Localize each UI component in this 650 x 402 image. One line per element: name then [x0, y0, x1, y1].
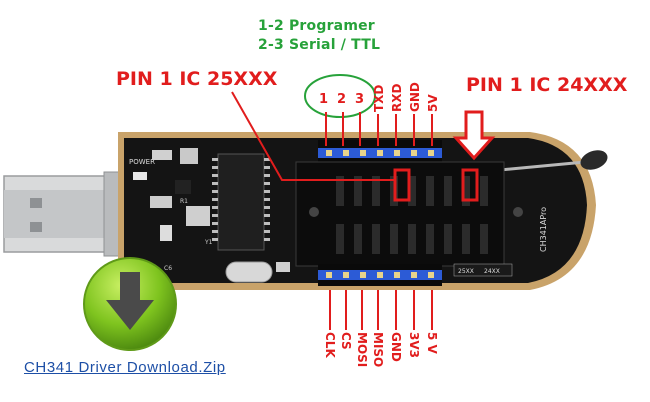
socket-silk-25xx: 25XX	[458, 268, 474, 275]
pin-label-txd: TXD	[372, 84, 386, 112]
pin-label-miso: MISO	[371, 332, 385, 368]
y1-silk-text: Y1	[204, 239, 213, 246]
socket-silk-24xx: 24XX	[484, 268, 500, 275]
mode-note-serial: 2-3 Serial / TTL	[258, 37, 381, 53]
pin-label-rxd: RXD	[390, 83, 404, 112]
download-button[interactable]	[82, 256, 178, 352]
pin-label-gnd-top: GND	[408, 82, 422, 112]
pin1-25xxx-label: PIN 1 IC 25XXX	[116, 68, 278, 90]
pin1-24xxx-label: PIN 1 IC 24XXX	[466, 74, 628, 96]
jumper-number-3: 3	[355, 92, 364, 107]
r1-silk-text: R1	[180, 198, 188, 205]
bottom-header: 25XX 24XX	[318, 263, 513, 286]
pin1-25xxx-pointer	[231, 91, 395, 181]
pin-label-gnd-bottom: GND	[389, 332, 403, 362]
pin-label-cs: CS	[339, 332, 353, 350]
power-silk-text: POWER	[129, 158, 155, 166]
board-components: POWER R1 Y1 C6	[129, 148, 290, 283]
mode-note-programmer: 1-2 Programer	[258, 18, 375, 34]
pin-label-clk: CLK	[323, 332, 337, 358]
pin-label-mosi: MOSI	[355, 332, 369, 368]
pin1-25xxx-marker	[393, 168, 411, 202]
driver-download-link[interactable]: CH341 Driver Download.Zip	[24, 359, 226, 376]
pin1-24xxx-marker	[461, 168, 479, 202]
jumper-highlight-circle	[304, 74, 376, 118]
model-silk-text: CH341APro	[539, 207, 548, 252]
pin-label-5v-top: 5V	[426, 94, 440, 112]
pin-label-5v-bottom: 5 V	[425, 332, 439, 354]
top-header	[318, 140, 442, 164]
usb-plug	[3, 171, 123, 257]
c6-silk-text: C6	[164, 265, 172, 272]
jumper-number-2: 2	[337, 92, 346, 107]
download-arrow-icon	[83, 257, 177, 351]
jumper-number-1: 1	[319, 92, 328, 107]
pin1-24xxx-arrow-icon	[452, 110, 496, 161]
pin-label-3v3: 3V3	[407, 332, 421, 358]
